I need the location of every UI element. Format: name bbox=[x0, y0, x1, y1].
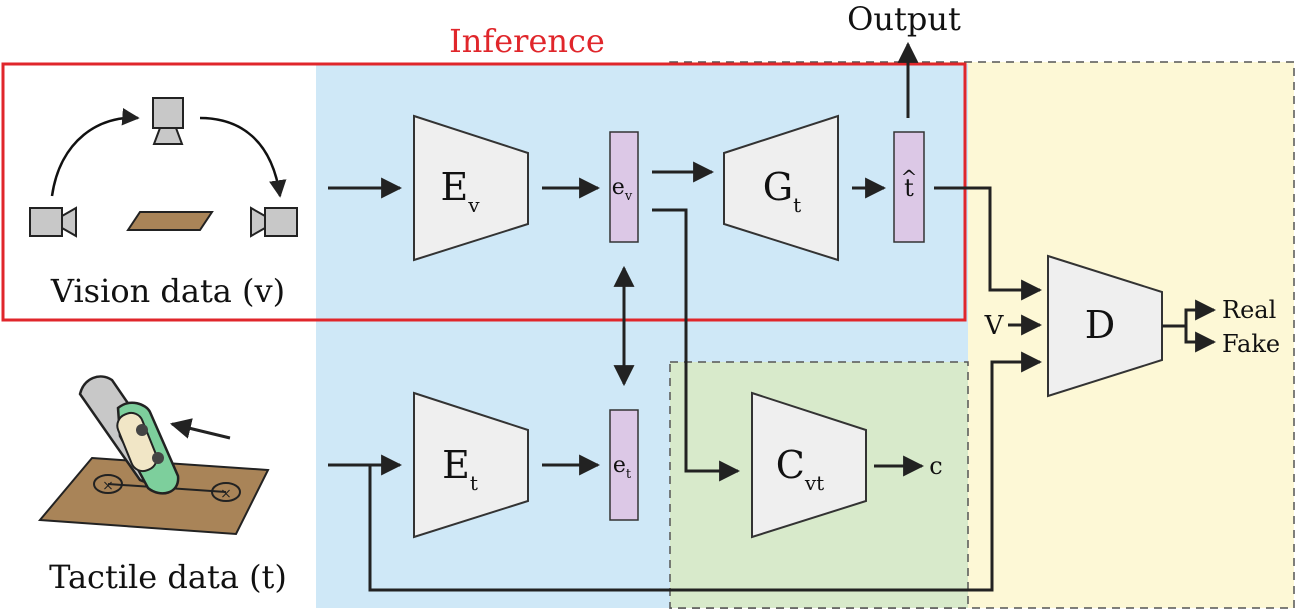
discriminator-d-block bbox=[1047, 254, 1163, 398]
generator-gt-block bbox=[723, 114, 839, 262]
arrow-that-to-d bbox=[934, 186, 1043, 301]
vision-data-label: Vision data (v) bbox=[50, 272, 285, 310]
arrow-d-to-real bbox=[1162, 299, 1217, 328]
embedding-that bbox=[893, 131, 925, 243]
ev-sub: v bbox=[624, 189, 633, 204]
that-hat: ^ bbox=[901, 165, 918, 189]
gt-block-label: G bbox=[763, 165, 793, 209]
ev-block-sub: v bbox=[467, 193, 480, 217]
svg-text:Ev: Ev bbox=[440, 165, 480, 217]
camera-icon bbox=[152, 97, 184, 129]
cvt-block-sub: vt bbox=[804, 471, 824, 495]
et-block-label: E bbox=[442, 443, 470, 487]
encoder-et-block bbox=[413, 391, 529, 539]
classifier-cvt-block bbox=[751, 391, 867, 539]
arrow-ev-to-cvt bbox=[652, 208, 741, 482]
embedding-et bbox=[609, 409, 639, 521]
camera-icon bbox=[29, 207, 63, 237]
v-input-label: V bbox=[984, 311, 1005, 341]
object-board-icon bbox=[126, 211, 214, 231]
svg-text:ev: ev bbox=[612, 175, 633, 204]
et-label: e bbox=[613, 453, 626, 478]
that-label: t bbox=[904, 174, 914, 202]
et-block-sub: t bbox=[470, 471, 478, 495]
output-label: Output bbox=[847, 0, 961, 38]
svg-text:Et: Et bbox=[442, 443, 478, 495]
svg-text:×: × bbox=[220, 486, 232, 502]
encoder-ev-block bbox=[413, 114, 529, 262]
real-label: Real bbox=[1222, 296, 1276, 324]
ev-block-label: E bbox=[440, 165, 468, 209]
ev-label: e bbox=[612, 175, 625, 200]
d-block-label: D bbox=[1085, 303, 1115, 347]
arrow-tactile-to-d bbox=[368, 351, 1043, 592]
gt-block-sub: t bbox=[793, 193, 801, 217]
svg-text:Gt: Gt bbox=[763, 165, 801, 217]
inference-box bbox=[1, 62, 967, 322]
embedding-ev bbox=[609, 131, 639, 243]
fake-label: Fake bbox=[1222, 330, 1280, 358]
svg-text:Cvt: Cvt bbox=[776, 443, 824, 495]
cvt-block-label: C bbox=[776, 443, 805, 487]
svg-text:et: et bbox=[613, 453, 632, 482]
motion-arrow bbox=[169, 418, 231, 440]
c-output-label: c bbox=[929, 452, 942, 480]
inference-label: Inference bbox=[449, 22, 605, 60]
vision-cameras-illustration bbox=[29, 97, 298, 238]
arrow-d-to-fake bbox=[1184, 326, 1217, 353]
board-icon bbox=[37, 456, 270, 536]
et-sub: t bbox=[626, 467, 632, 482]
tactile-sensor-illustration: × × bbox=[37, 375, 270, 536]
camera-icon bbox=[264, 207, 298, 237]
svg-text:×: × bbox=[102, 478, 114, 494]
tactile-data-label: Tactile data (t) bbox=[49, 558, 287, 596]
